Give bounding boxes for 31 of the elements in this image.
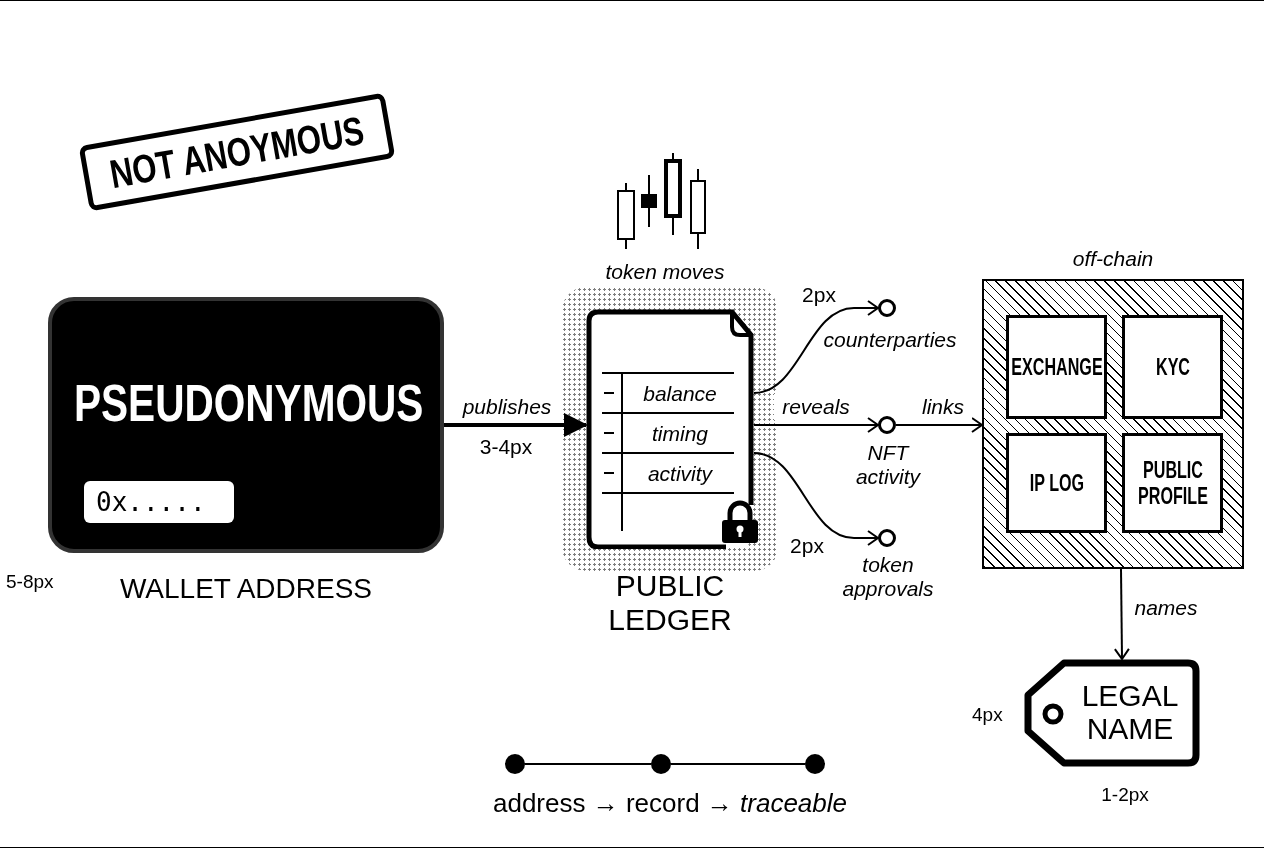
width-note: 3-4px — [478, 434, 534, 460]
width-note: 1-2px — [1100, 783, 1150, 807]
node-caption: counterparties — [822, 327, 958, 353]
address-field: 0x..... — [84, 481, 234, 523]
arrow — [1113, 568, 1130, 660]
node-caption: PUBLIC LEDGER — [607, 569, 733, 637]
source-box: PUBLIC PROFILE — [1122, 433, 1223, 533]
arrow — [753, 300, 879, 394]
flow-caption: address → record → traceable — [491, 787, 849, 820]
node-caption: token approvals — [841, 553, 935, 601]
arrow — [895, 417, 983, 433]
icon-caption: token moves — [604, 259, 726, 285]
ledger-row-text: timing — [651, 423, 709, 444]
source-box: KYC — [1122, 315, 1223, 419]
card-title: PSEUDONYMOUS — [74, 377, 424, 429]
width-note: 2px — [789, 533, 825, 559]
panel-heading: off-chain — [1071, 247, 1155, 272]
width-note: 5-8px — [6, 570, 55, 594]
source-box: IP LOG — [1006, 433, 1107, 533]
arrow — [444, 413, 588, 437]
arrow — [753, 417, 879, 433]
ledger-row-text: balance — [642, 383, 718, 404]
source-box: EXCHANGE — [1006, 315, 1107, 419]
stamp-label: NOT ANOYMOUS — [78, 92, 396, 212]
node-caption: NFT activity — [854, 441, 922, 489]
wallet-card — [48, 297, 444, 553]
ledger-row-text: activity — [646, 463, 714, 484]
width-note: 2px — [801, 282, 837, 308]
tag-text: LEGAL NAME — [1080, 679, 1180, 745]
width-note: 4px — [972, 703, 1004, 727]
arrow — [753, 452, 879, 546]
